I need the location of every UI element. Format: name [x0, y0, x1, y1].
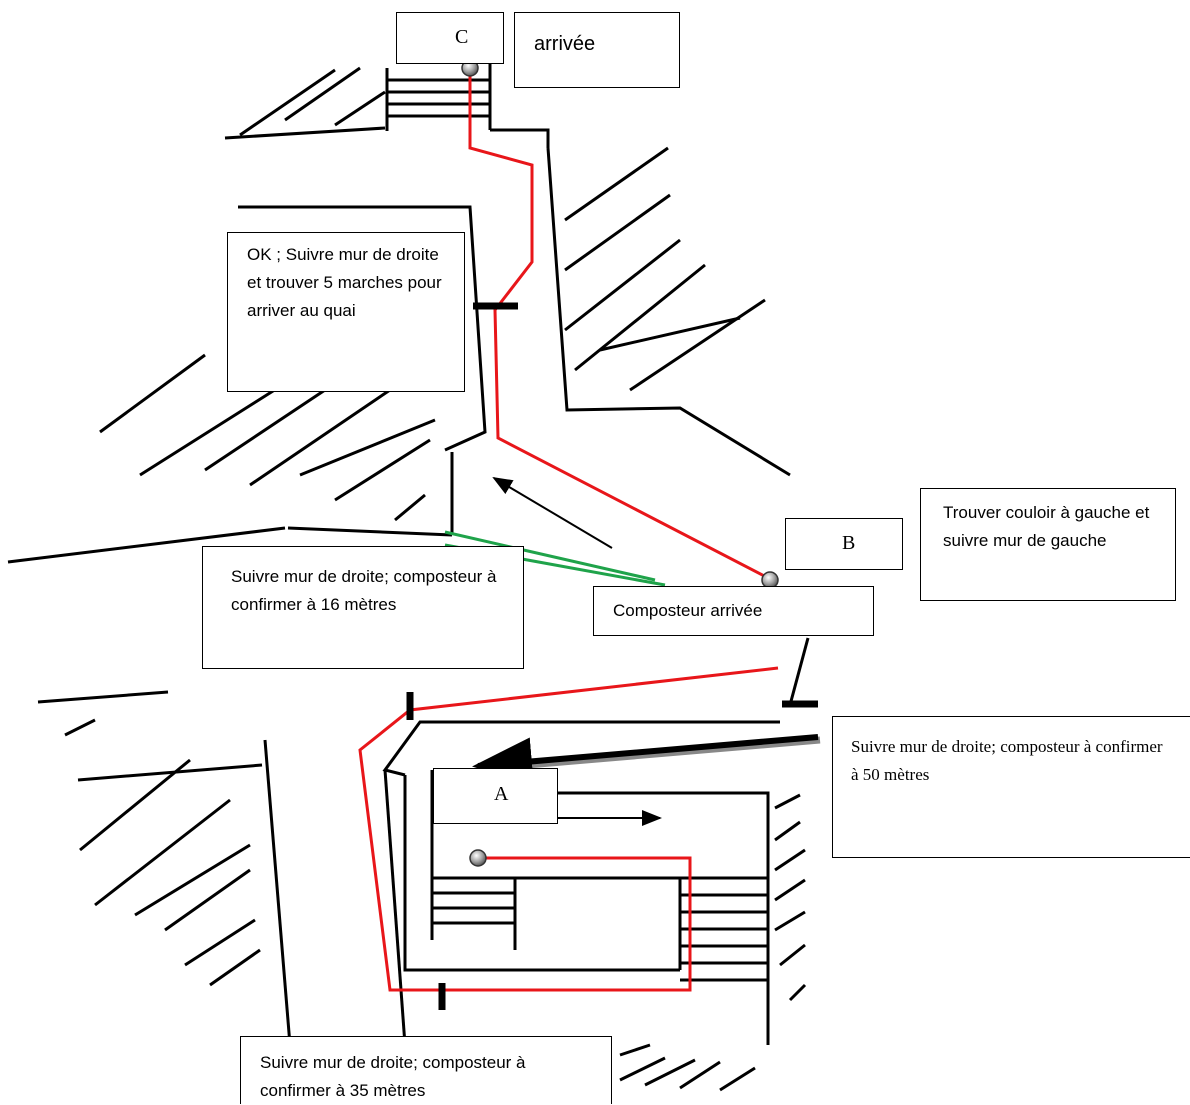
point-b-box: B [785, 518, 903, 570]
stairs [387, 78, 768, 982]
composteur-arrival-label: Composteur arrivée [613, 601, 763, 620]
arrival-box: arrivée [514, 12, 680, 88]
arrival-label: arrivée [534, 33, 596, 55]
point-markers [461, 59, 779, 867]
instruction-bottom: Suivre mur de droite; composteur à confi… [260, 1053, 526, 1100]
point-c-label: C [455, 26, 469, 48]
instruction-bottom-box: Suivre mur de droite; composteur à confi… [240, 1036, 612, 1104]
point-a-box: A [433, 768, 558, 824]
direction-arrows [472, 476, 821, 826]
instruction-right-box: Trouver couloir à gauche et suivre mur d… [920, 488, 1176, 601]
instruction-middle: Suivre mur de droite; composteur à confi… [231, 567, 497, 614]
instruction-right-lower: Suivre mur de droite; composteur à confi… [851, 737, 1163, 784]
instruction-middle-box: Suivre mur de droite; composteur à confi… [202, 546, 524, 669]
point-a-label: A [494, 783, 509, 805]
instruction-top-box: OK ; Suivre mur de droite et trouver 5 m… [227, 232, 465, 392]
point-b-label: B [842, 532, 856, 554]
instruction-top: OK ; Suivre mur de droite et trouver 5 m… [247, 245, 442, 320]
hatching-lines [64, 66, 807, 1092]
instruction-right-lower-box: Suivre mur de droite; composteur à confi… [832, 716, 1190, 858]
composteur-arrival-box: Composteur arrivée [593, 586, 874, 636]
instruction-right: Trouver couloir à gauche et suivre mur d… [943, 503, 1150, 550]
point-c-box: C [396, 12, 504, 64]
composteur-markers [406, 302, 818, 1010]
walls [7, 60, 810, 1046]
